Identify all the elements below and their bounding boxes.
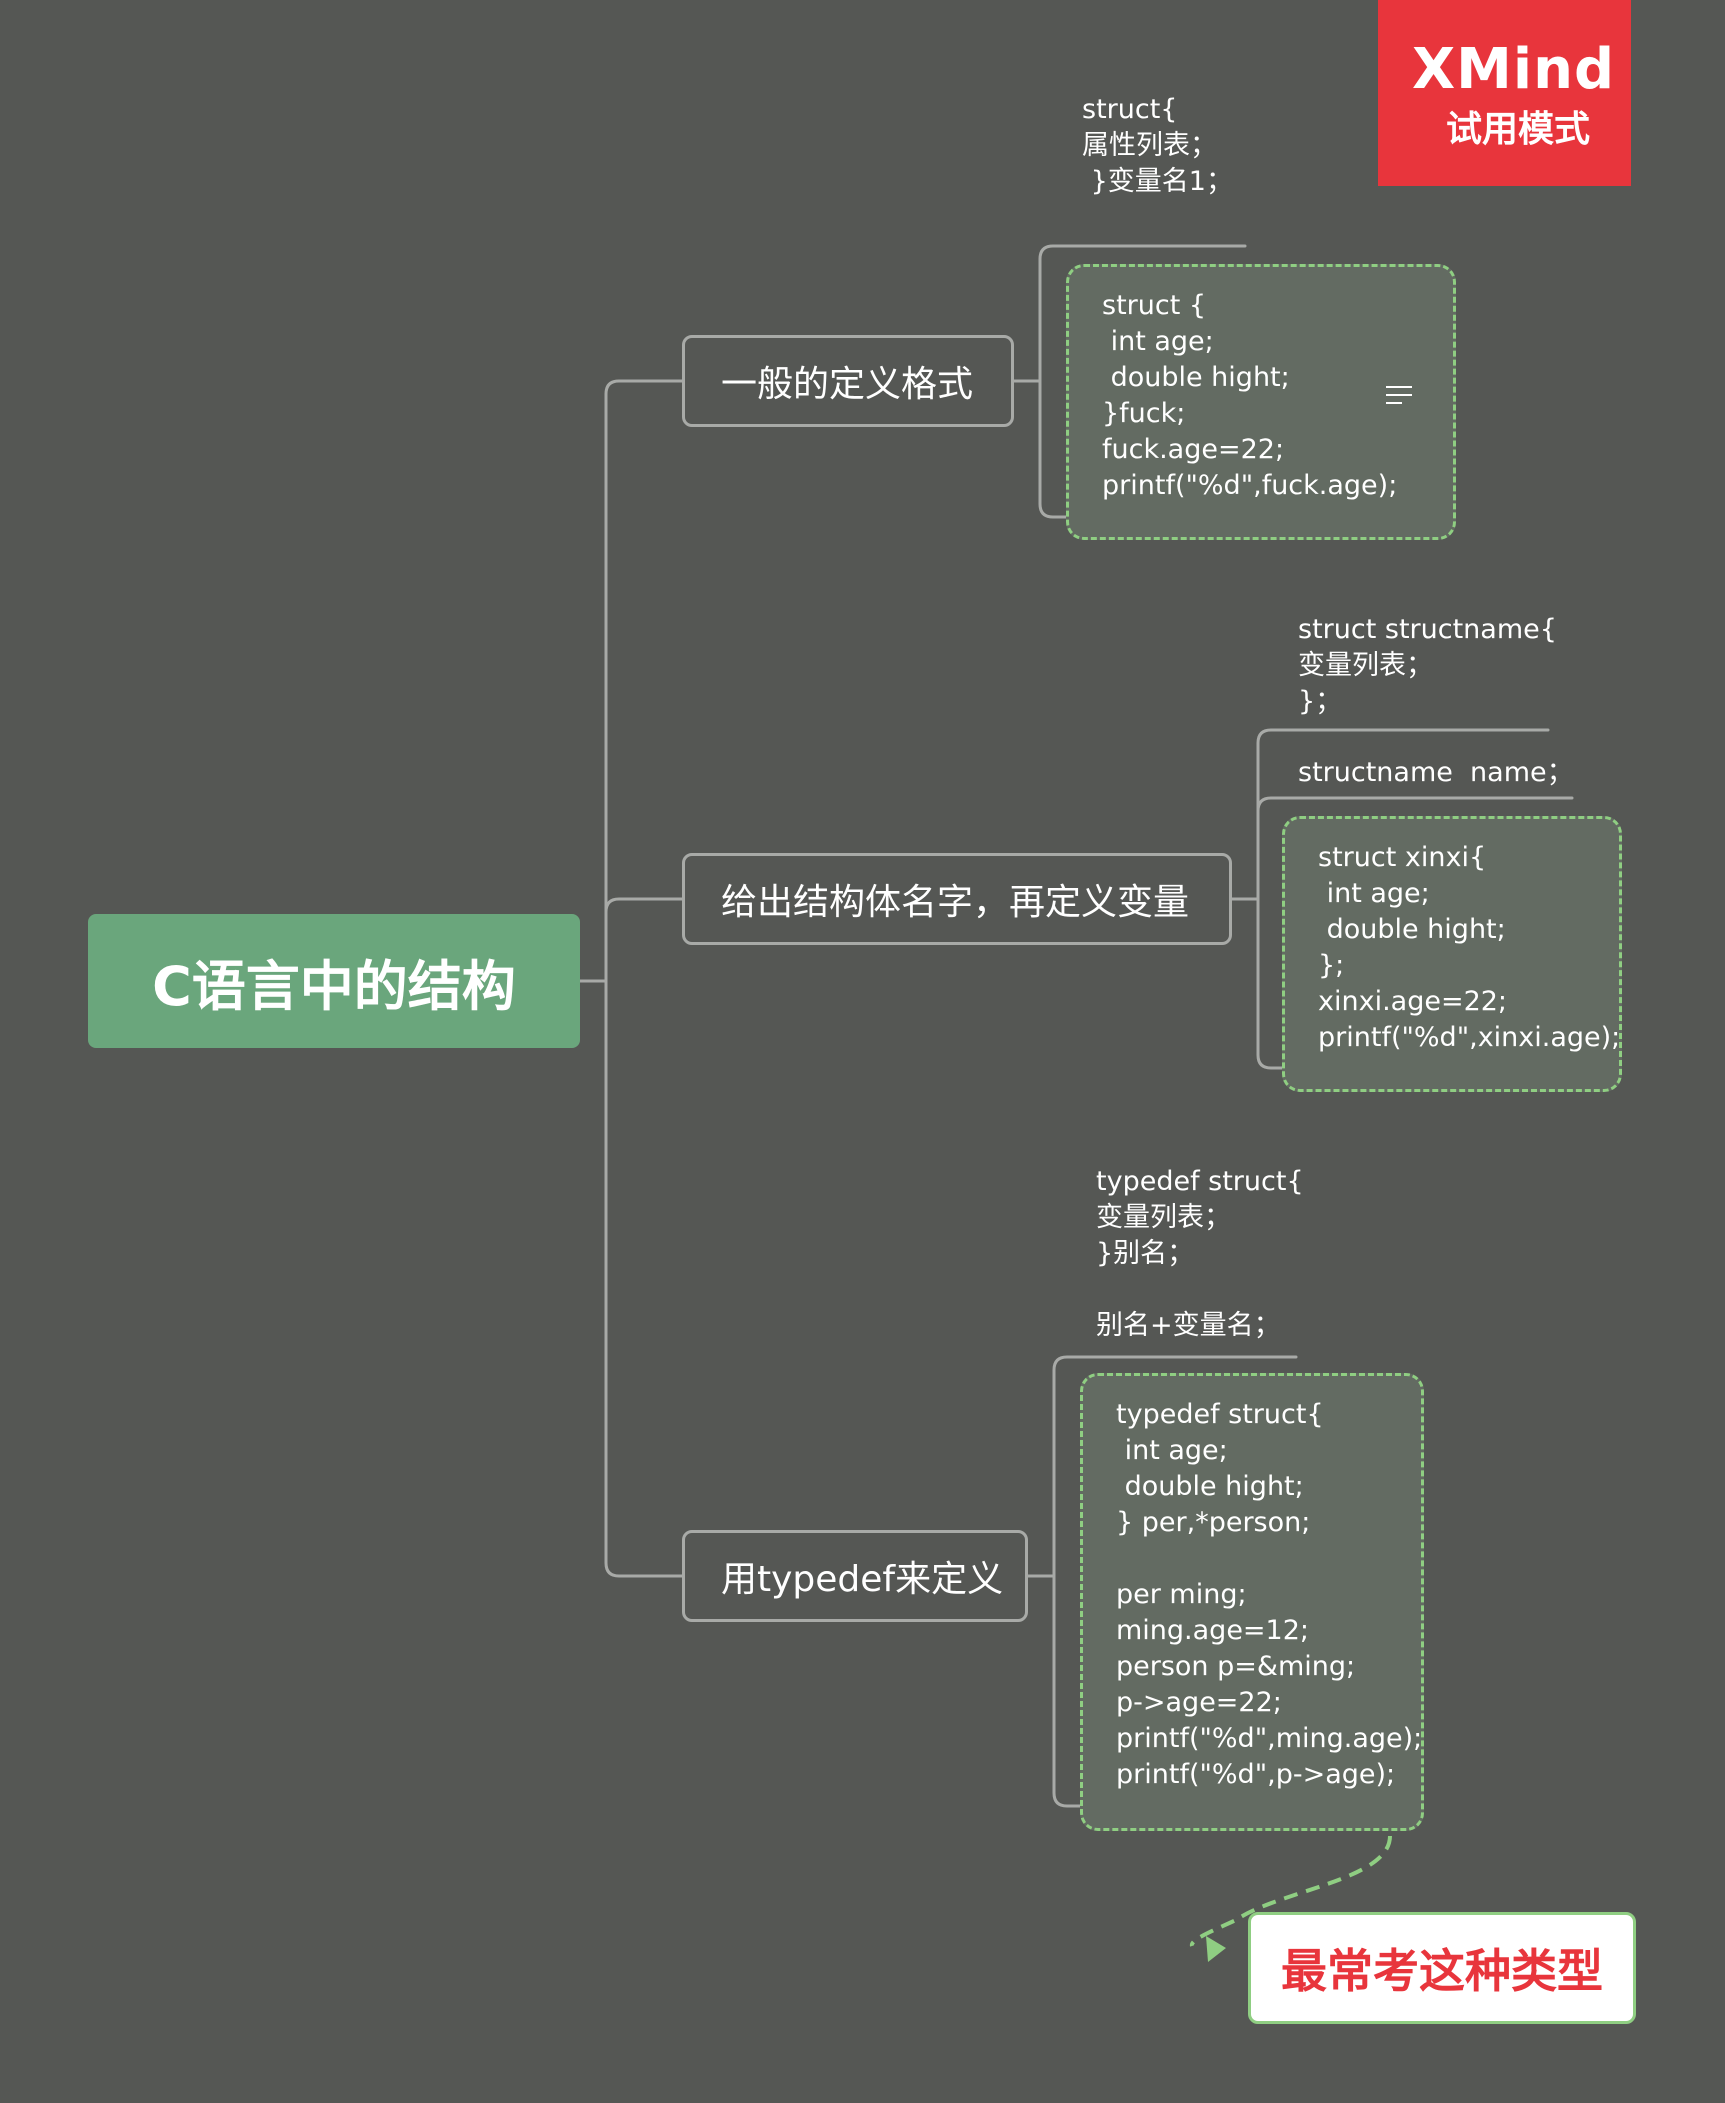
callout-label: 最常考这种类型 (1281, 1944, 1603, 1998)
branch1-connector (1012, 244, 1434, 519)
root-topic[interactable]: C语言中的结构 (88, 914, 580, 1048)
branch-topic-general-format[interactable]: 一般的定义格式 (682, 335, 1014, 427)
branch3-connector (1026, 1355, 1404, 1808)
code-sample-general[interactable]: struct { int age; double hight; }fuck; f… (1102, 290, 1398, 501)
code-sample-named[interactable]: struct xinxi{ int age; double hight; }; … (1318, 842, 1621, 1053)
notes-icon[interactable] (1386, 386, 1412, 406)
callout-arrow (1190, 1835, 1392, 1947)
subtopic-struct-syntax[interactable]: struct{ 属性列表； }变量名1； (1082, 94, 1233, 197)
code-sample-typedef[interactable]: typedef struct{ int age; double hight; }… (1116, 1399, 1423, 1790)
branch2-connector (1230, 728, 1602, 1070)
branch-topic-typedef[interactable]: 用typedef来定义 (682, 1530, 1028, 1622)
subtopic-struct-syntax[interactable]: struct structname{ 变量列表； }； (1298, 614, 1557, 717)
root-topic-label: C语言中的结构 (152, 954, 516, 1018)
branch-topic-label: 一般的定义格式 (721, 364, 974, 405)
trial-mode-label: 试用模式 (1446, 109, 1591, 150)
code-boundary-named[interactable] (1282, 816, 1622, 1092)
trunk-line (604, 379, 684, 1578)
code-boundary-typedef[interactable] (1080, 1373, 1424, 1831)
xmind-logo: XMind (1412, 37, 1616, 102)
subtopic-variable-declaration[interactable]: structname name； (1298, 757, 1574, 788)
callout-arrowhead (1206, 1936, 1226, 1962)
callout-most-tested[interactable]: 最常考这种类型 (1248, 1912, 1636, 2024)
xmind-trial-watermark: XMind 试用模式 (1378, 0, 1631, 186)
branch-topic-named-struct[interactable]: 给出结构体名字，再定义变量 (682, 853, 1232, 945)
branch-topic-label: 给出结构体名字，再定义变量 (721, 882, 1190, 923)
branch-topic-label: 用typedef来定义 (721, 1559, 1004, 1600)
subtopic-typedef-syntax[interactable]: typedef struct{ 变量列表； }别名； 别名+变量名； (1096, 1166, 1304, 1341)
